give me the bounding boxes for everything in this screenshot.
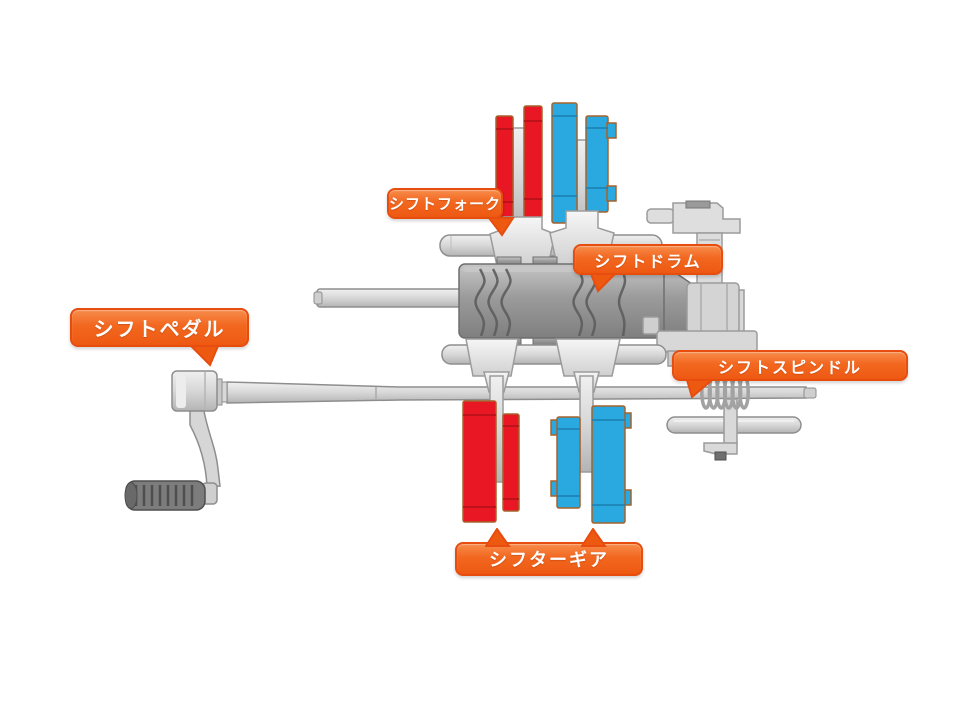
callout-shift-spindle-label: シフトスピンドル <box>717 359 862 377</box>
top-gear-red <box>495 105 543 231</box>
bottom-gear-red <box>462 400 520 523</box>
callout-shifter-gear: シフターギア <box>455 528 643 576</box>
bottom-gear-blue <box>550 405 632 524</box>
shift-pedal <box>124 370 228 511</box>
callout-shift-drum: シフトドラム <box>573 244 723 293</box>
shift-forks-lower <box>465 338 621 377</box>
callout-shift-fork: シフトフォーク <box>387 188 515 237</box>
callout-shift-pedal-label: シフトペダル <box>93 319 226 341</box>
shift-spindle-shaft <box>226 381 817 404</box>
callout-shift-drum-label: シフトドラム <box>594 253 702 271</box>
callout-shifter-gear-label: シフターギア <box>489 550 609 570</box>
callout-shift-fork-label: シフトフォーク <box>389 196 502 213</box>
callout-shift-pedal: シフトペダル <box>70 308 249 367</box>
callout-shift-spindle: シフトスピンドル <box>672 350 908 399</box>
